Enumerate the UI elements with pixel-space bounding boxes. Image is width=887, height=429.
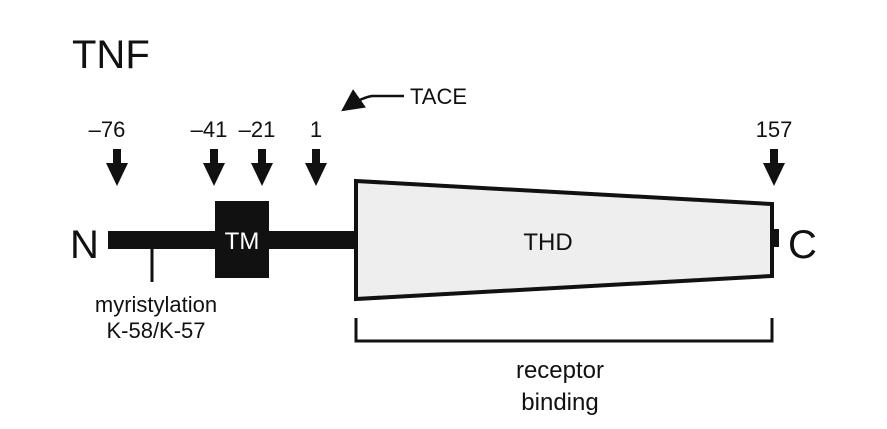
position-label-m76: –76 [89,117,126,142]
tm-domain [215,201,269,278]
diagram-title: TNF [72,33,150,77]
c-terminus-label: C [788,223,817,267]
thd-domain [354,178,774,302]
myristylation-site-label: K-58/K-57 [106,318,205,343]
arrow-down-icon-m41 [203,149,225,186]
position-label-p157: 157 [756,117,793,142]
arrow-down-icon-p157 [763,149,785,186]
receptor-binding-label-line1: receptor [516,357,604,384]
tm-domain-label: TM [225,228,260,255]
myristylation-label: myristylation [95,292,217,317]
position-label-p1: 1 [310,117,322,142]
arrow-down-icon-m76 [106,149,128,186]
tace-label: TACE [410,84,467,109]
position-label-m21: –21 [239,117,276,142]
receptor-binding-label-line2: binding [521,389,598,416]
n-terminus-label: N [70,223,99,267]
arrow-down-icon-p1 [305,149,327,186]
c-terminal-tail [770,229,779,247]
thd-domain-label: THD [523,229,572,256]
tace-pointer-arrow-icon [341,89,404,112]
position-label-m41: –41 [191,117,228,142]
arrow-down-icon-m21 [251,149,273,186]
receptor-binding-bracket [354,318,774,343]
